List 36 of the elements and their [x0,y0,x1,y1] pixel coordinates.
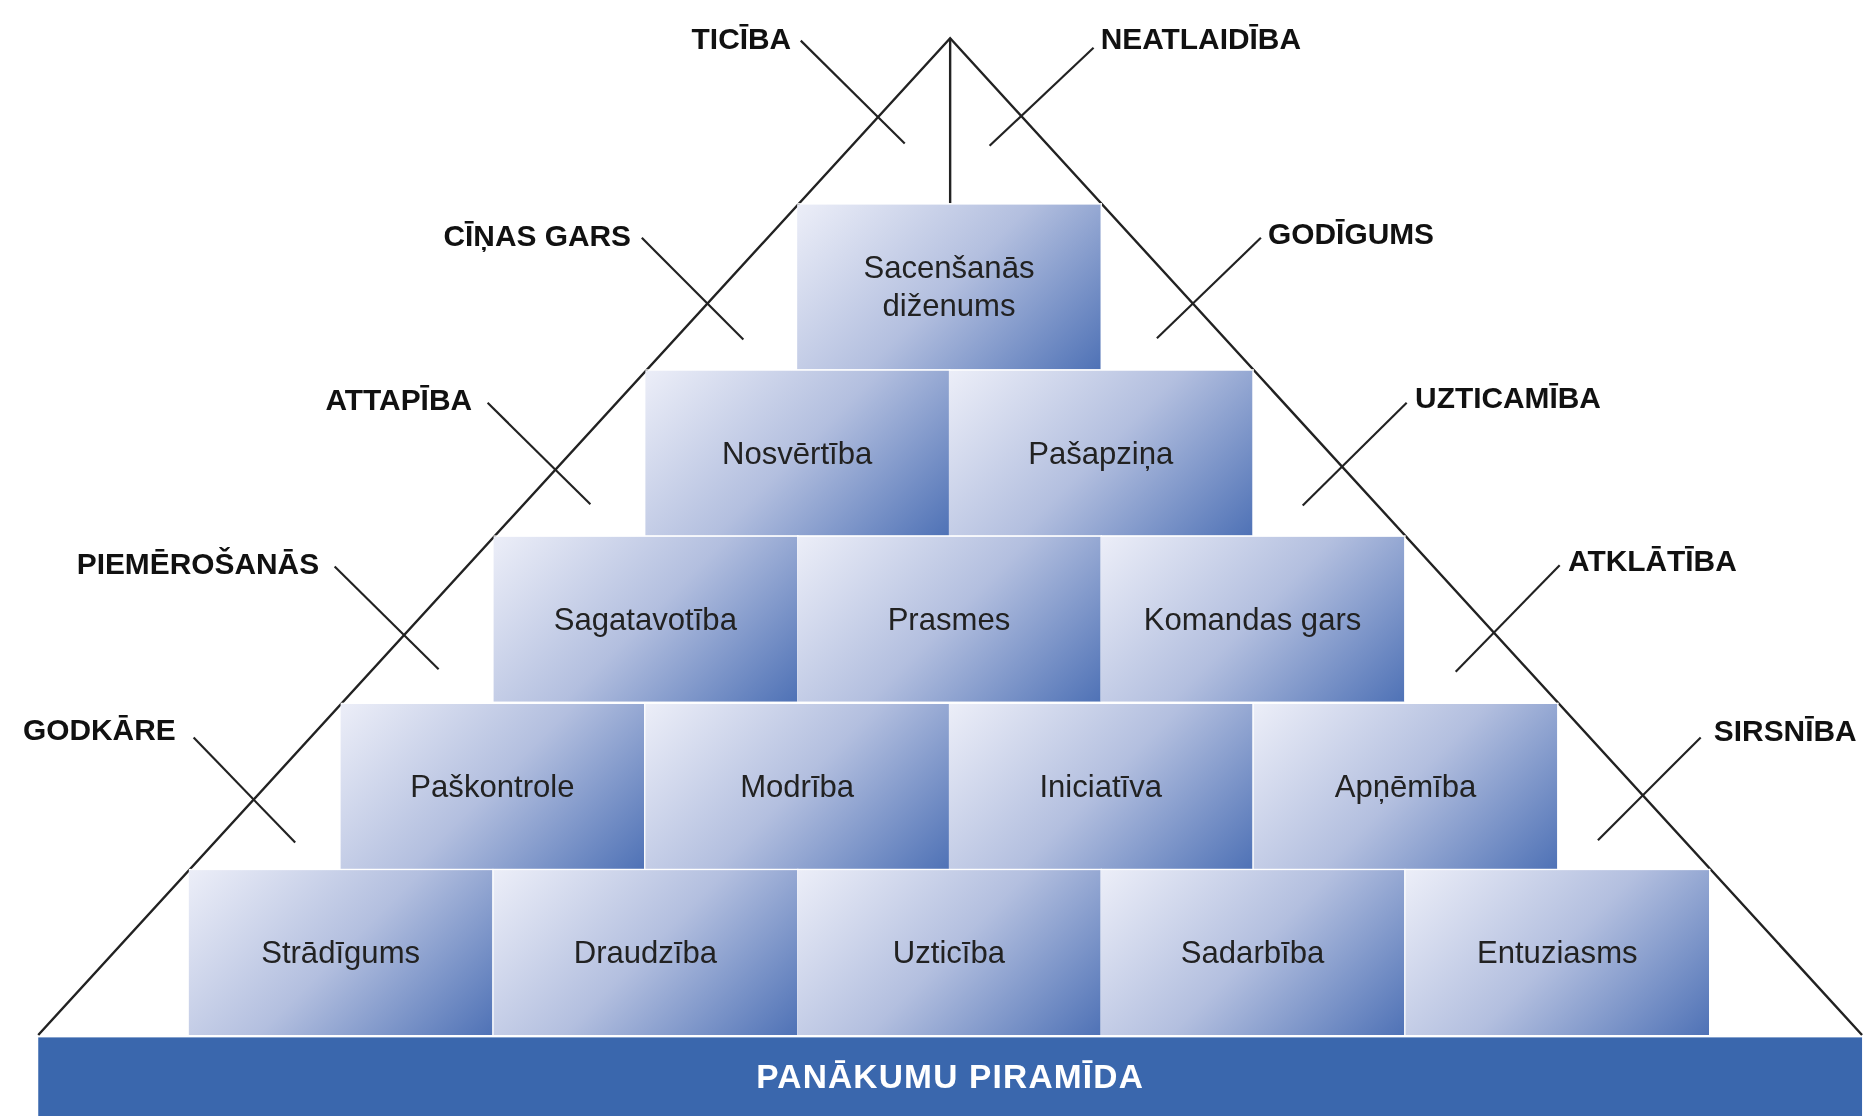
pyramid-block: Sagatavotība [493,535,799,702]
pyramid-block: Apņēmība [1253,702,1559,869]
pyramid-base-band: PANĀKUMU PIRAMĪDA [38,1037,1863,1116]
leader-line [1156,237,1262,339]
leader-line [333,565,440,671]
virtue-label: NEATLAIDĪBA [1100,20,1301,57]
pyramid-block: Prasmes [797,535,1102,702]
leader-line [988,47,1095,147]
leader-line [800,39,906,145]
virtue-label: GODKĀRE [22,711,176,747]
pyramid-block: Sadarbība [1100,868,1406,1035]
virtue-label: PIEMĒROŠANĀS [76,545,320,581]
virtue-label: SIRSNĪBA [1713,712,1857,749]
pyramid-block: Strādīgums [188,868,494,1035]
pyramid-block: Uzticība [797,868,1102,1035]
leader-line [1454,564,1561,673]
leader-line [486,402,592,506]
leader-line [192,736,296,844]
virtue-label: CĪŅAS GARS [443,217,632,254]
pyramid-block: Paškontrole [340,702,646,869]
leader-line [1301,402,1408,507]
leader-line [641,237,745,341]
virtue-label: TICĪBA [691,20,792,57]
leader-line [1597,736,1702,841]
pyramid-block: Nosvērtība [645,369,951,536]
virtue-label: ATKLĀTĪBA [1568,542,1737,579]
pyramid-block: Iniciatīva [948,702,1254,869]
pyramid-block: Komandas gars [1100,535,1406,702]
virtue-label: UZTICAMĪBA [1415,378,1601,415]
virtue-label: ATTAPĪBA [325,381,473,418]
pyramid-block: Pašapziņa [948,369,1254,536]
virtue-label: GODĪGUMS [1268,215,1435,251]
pyramid-block: Modrība [645,702,951,869]
pyramid-block: Sacenšanās diženums [797,203,1102,370]
pyramid-block: Draudzība [493,868,799,1035]
pyramid-block: Entuziasms [1405,868,1711,1035]
